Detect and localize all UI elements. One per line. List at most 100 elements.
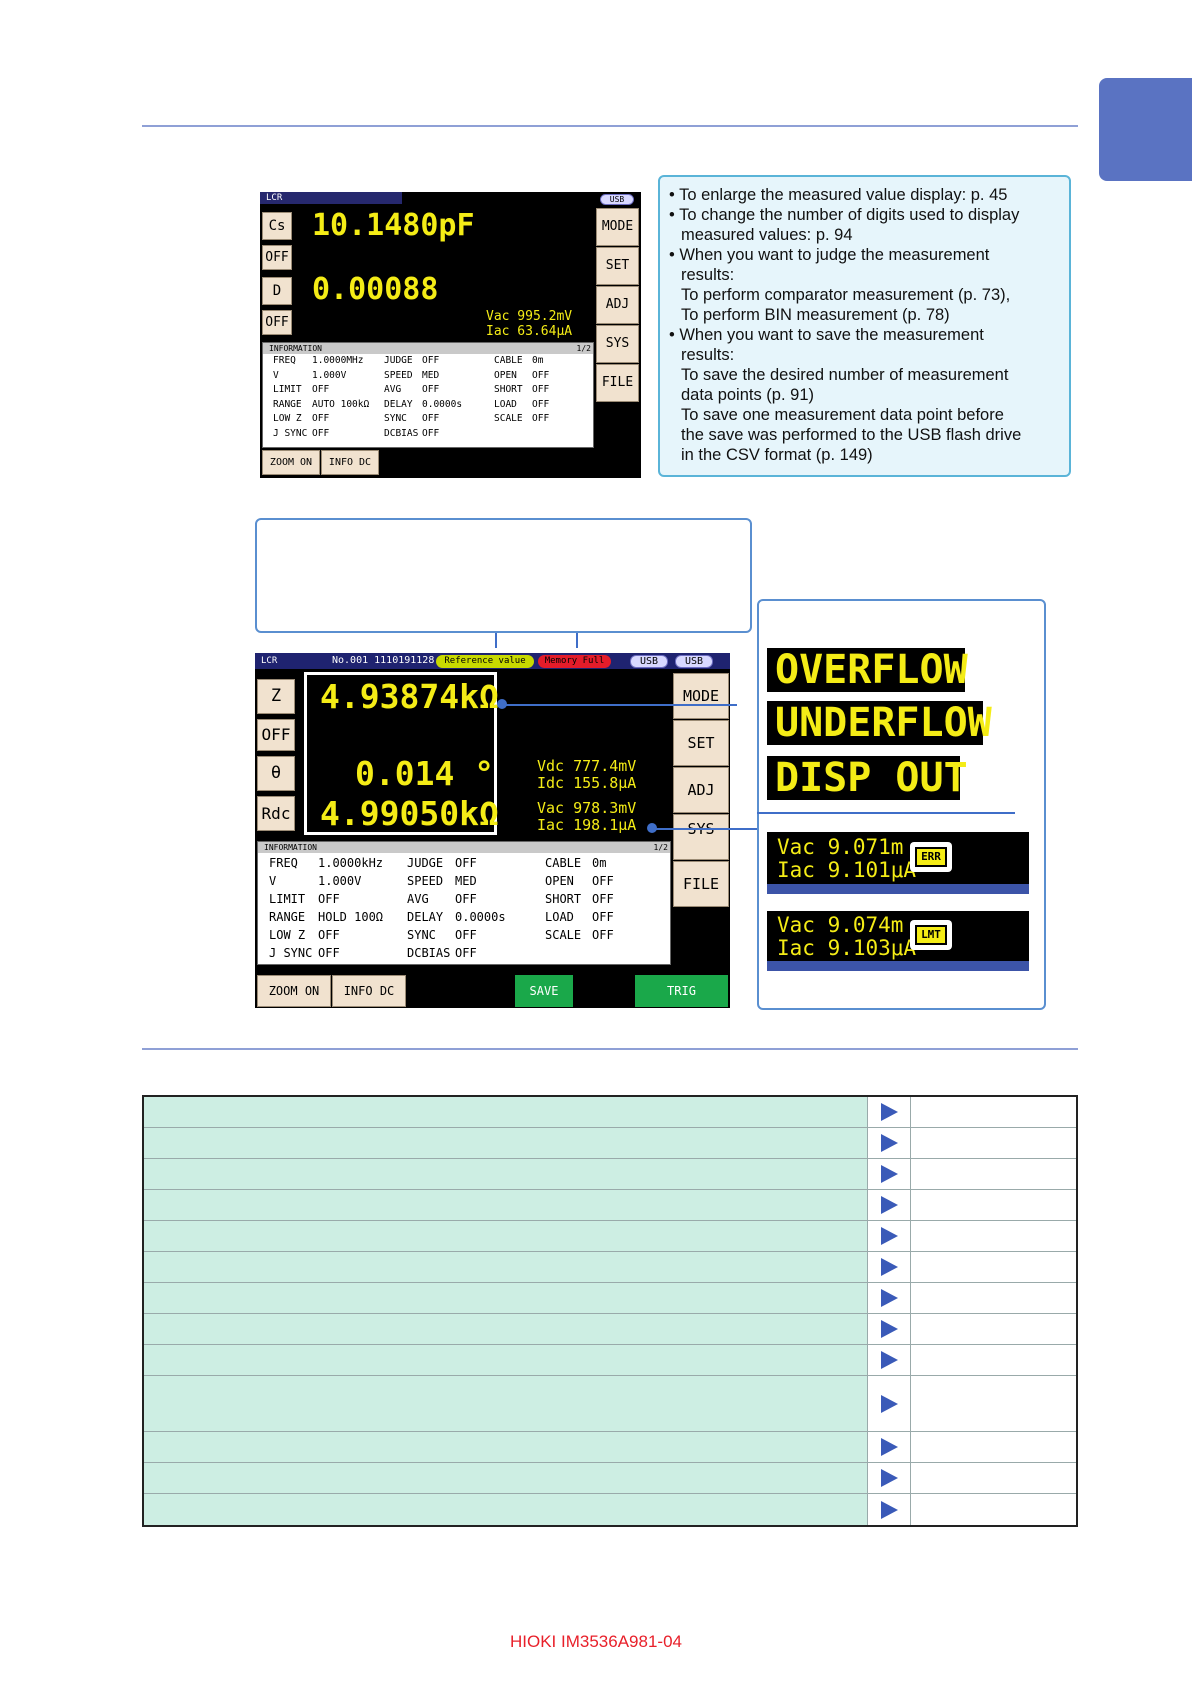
table-cell-description (144, 1345, 868, 1375)
screen2-param3-button[interactable]: θ (257, 756, 295, 791)
info-cell: MED (455, 874, 477, 888)
info-cell: SHORT (545, 892, 582, 906)
play-arrow-icon (880, 1320, 898, 1338)
table-cell-description (144, 1159, 868, 1189)
info-cell: AUTO 100kΩ (312, 398, 370, 410)
screen2-param4-button[interactable]: Rdc (257, 796, 295, 831)
info-cell: DCBIAS (384, 427, 419, 439)
table-cell-arrow (868, 1097, 911, 1127)
connector-line-current (652, 828, 757, 830)
table-row (144, 1252, 1076, 1283)
screen2-sys-button[interactable]: SYS (673, 814, 729, 860)
table-cell-page (911, 1376, 1076, 1431)
screen2-param1-button[interactable]: Z (257, 679, 295, 714)
screen1-param1-button[interactable]: Cs (262, 212, 292, 240)
screen1-iac: Iac 63.64μA (486, 324, 573, 339)
note-line: in the CSV format (p. 149) (681, 446, 873, 464)
screen1-sys-button[interactable]: SYS (596, 325, 639, 363)
info-cell: SCALE (545, 928, 582, 942)
screen1-info-page: 1/2 (576, 344, 591, 353)
screen1-param2-button[interactable]: OFF (262, 245, 292, 270)
table-cell-description (144, 1097, 868, 1127)
info-cell: V (273, 369, 279, 381)
note-line: results: (681, 346, 735, 364)
msg-disp-out: DISP OUT (767, 756, 968, 800)
play-arrow-icon (880, 1103, 898, 1121)
table-cell-page (911, 1314, 1076, 1344)
info-cell: LOAD (545, 910, 574, 924)
screen2-file-button[interactable]: FILE (673, 861, 729, 907)
screen1-mode-button[interactable]: MODE (596, 208, 639, 246)
table-cell-arrow (868, 1190, 911, 1220)
play-arrow-icon (880, 1500, 898, 1519)
lmt-iac: Iac 9.103μA (777, 936, 917, 960)
screen2-zoom-button[interactable]: ZOOM ON (257, 975, 331, 1007)
msg-overflow: OVERFLOW (767, 648, 968, 692)
table-row (144, 1190, 1076, 1221)
connector-line-ref (495, 633, 497, 648)
screen1-set-button[interactable]: SET (596, 247, 639, 285)
screen2-usb-icon-1: USB (630, 655, 668, 668)
screen2-info-page: 1/2 (653, 843, 668, 852)
table-cell-description (144, 1252, 868, 1282)
section-rule-bottom (142, 1048, 1078, 1050)
reference-table (142, 1095, 1078, 1527)
screen1-file-button[interactable]: FILE (596, 364, 639, 402)
note-line: results: (681, 266, 735, 284)
table-cell-description (144, 1128, 868, 1158)
info-cell: MED (422, 369, 440, 381)
play-arrow-icon (880, 1258, 898, 1276)
screen1-param3-button[interactable]: D (262, 277, 292, 305)
info-cell: 0.0000s (422, 398, 463, 410)
screen2-adj-button[interactable]: ADJ (673, 767, 729, 813)
info-cell: OFF (532, 384, 550, 395)
table-cell-arrow (868, 1221, 911, 1251)
screen2-trig-button[interactable]: TRIG (635, 975, 728, 1007)
table-cell-description (144, 1494, 868, 1525)
screen2-param2-button[interactable]: OFF (257, 719, 295, 751)
connector-line-mem (576, 633, 578, 648)
screen1-value2: 0.00088 (312, 272, 439, 307)
lmt-blue-bar (767, 961, 1029, 971)
play-arrow-icon (880, 1165, 898, 1183)
screen1-value1: 10.1480pF (312, 208, 475, 243)
info-cell: LOW Z (269, 928, 306, 942)
screen2-save-button[interactable]: SAVE (515, 975, 573, 1007)
info-cell: J SYNC (269, 946, 313, 960)
table-cell-description (144, 1463, 868, 1493)
play-arrow-icon (880, 1227, 898, 1245)
info-cell: OFF (318, 892, 340, 906)
screen1-info-dc-button[interactable]: INFO DC (321, 450, 379, 475)
table-cell-description (144, 1314, 868, 1344)
screen1-info-title: INFORMATION (263, 343, 593, 354)
tips-note-box: • To enlarge the measured value display:… (658, 175, 1071, 477)
info-cell: CABLE (545, 856, 582, 870)
chapter-tab (1099, 78, 1192, 181)
screen1-zoom-button[interactable]: ZOOM ON (262, 450, 320, 475)
screen1-param4-button[interactable]: OFF (262, 310, 292, 335)
play-arrow-icon (880, 1196, 898, 1214)
screen1-adj-button[interactable]: ADJ (596, 286, 639, 324)
note-line: • To enlarge the measured value display:… (669, 186, 1008, 204)
lmt-badge: LMT (915, 925, 947, 945)
note-line: To perform comparator measurement (p. 73… (681, 286, 1011, 304)
table-cell-page (911, 1097, 1076, 1127)
info-cell: AVG (407, 892, 429, 906)
table-cell-arrow (868, 1159, 911, 1189)
info-cell: SPEED (407, 874, 444, 888)
screen2-set-button[interactable]: SET (673, 720, 729, 766)
screen2-info-dc-button[interactable]: INFO DC (332, 975, 406, 1007)
screen2-mode-button[interactable]: MODE (673, 673, 729, 719)
table-row (144, 1376, 1076, 1432)
table-cell-arrow (868, 1345, 911, 1375)
info-cell: 1.0000MHz (312, 355, 364, 366)
table-cell-page (911, 1159, 1076, 1189)
info-cell: 1.000V (312, 369, 347, 381)
info-cell: JUDGE (384, 355, 413, 366)
info-cell: AVG (384, 384, 402, 395)
info-cell: OFF (312, 427, 330, 439)
info-cell: OFF (312, 384, 330, 395)
connector-line-value (502, 704, 737, 706)
info-cell: OFF (592, 910, 614, 924)
info-cell: LIMIT (273, 384, 302, 395)
